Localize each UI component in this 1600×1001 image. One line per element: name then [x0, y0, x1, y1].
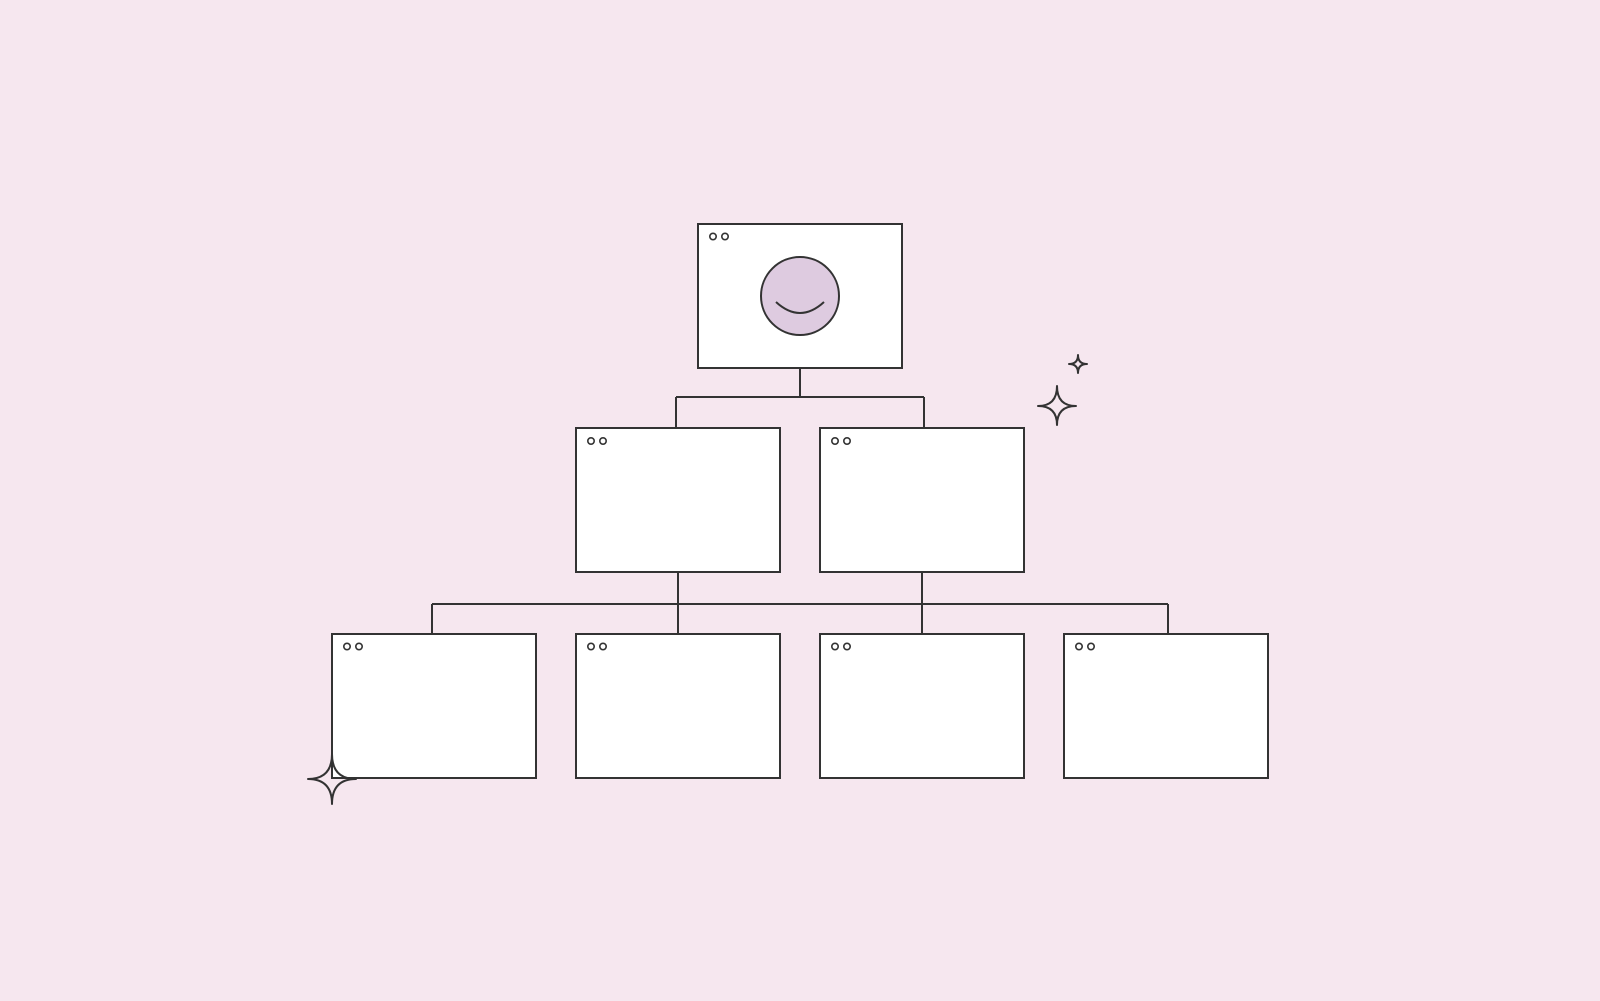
window-frame: [697, 223, 903, 369]
root-window: [697, 223, 903, 369]
level3-window-3: [819, 633, 1025, 779]
connector-level2-to-level3: [431, 572, 1169, 633]
window-controls-icon: [708, 232, 729, 241]
window-frame: [1063, 633, 1269, 779]
window-controls-icon: [830, 642, 851, 651]
level3-window-2: [575, 633, 781, 779]
level3-window-1: [331, 633, 537, 779]
sparkle-icon-medium: [1037, 385, 1077, 426]
window-frame: [575, 427, 781, 573]
smiley-face-icon: [760, 256, 840, 336]
window-controls-icon: [586, 642, 607, 651]
sparkle-icon-large: [307, 753, 357, 805]
level2-window-right: [819, 427, 1025, 573]
window-controls-icon: [1075, 642, 1096, 651]
level2-window-left: [575, 427, 781, 573]
window-controls-icon: [586, 436, 607, 445]
level3-window-4: [1063, 633, 1269, 779]
window-frame: [819, 427, 1025, 573]
window-frame: [575, 633, 781, 779]
connector-root-to-level2: [675, 368, 925, 428]
window-frame: [331, 633, 537, 779]
window-controls-icon: [342, 642, 363, 651]
window-controls-icon: [830, 436, 851, 445]
window-frame: [819, 633, 1025, 779]
sparkle-icon-small: [1068, 354, 1088, 374]
